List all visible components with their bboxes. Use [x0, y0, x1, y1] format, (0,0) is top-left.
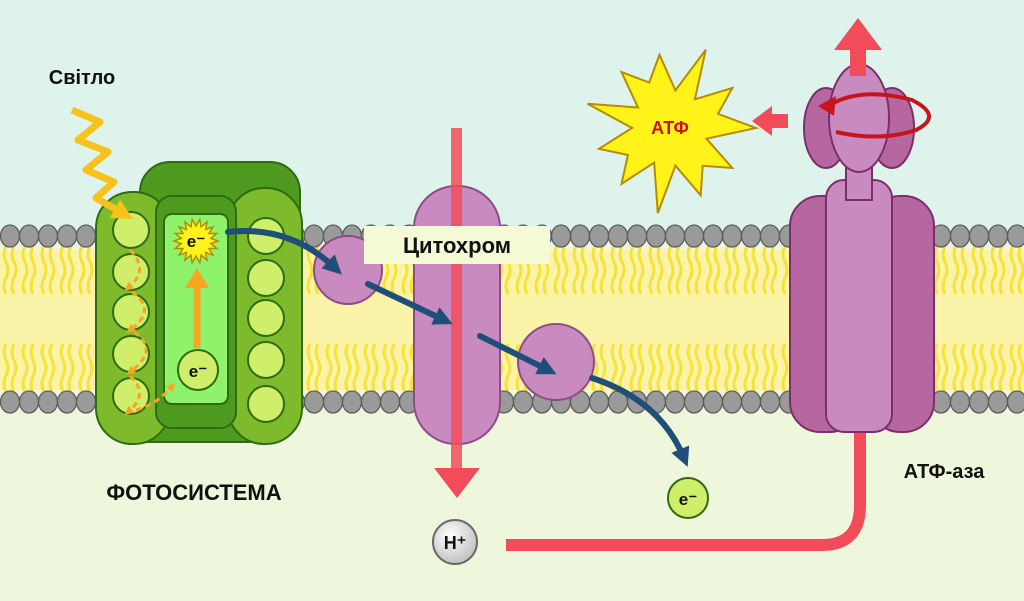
atp-left-arrow-shaft	[770, 114, 788, 128]
lipid-head	[740, 390, 762, 414]
lipid-head	[702, 390, 724, 414]
rotation-arrowhead	[818, 96, 836, 116]
lipid-head	[740, 224, 762, 248]
pigment-molecule	[112, 211, 150, 249]
electron-low-label: e⁻	[189, 362, 207, 381]
lipid-head	[303, 390, 325, 414]
electron-out-label: e⁻	[679, 490, 697, 509]
photosystem-label: ФОТОСИСТЕМА	[106, 480, 281, 505]
cytochrome-label-box	[364, 226, 550, 264]
lipid-head	[987, 390, 1009, 414]
atp-burst	[587, 49, 760, 214]
lipid-head	[360, 390, 382, 414]
atp-synthase-head-center	[828, 63, 890, 173]
lipid-head	[683, 390, 705, 414]
lipid-head	[759, 224, 781, 248]
lipid-head	[37, 224, 59, 248]
lipid-head	[569, 224, 591, 248]
lipid-head	[75, 224, 97, 248]
pigment-molecule	[247, 259, 285, 297]
lipid-head	[1006, 224, 1024, 248]
excited-electron: e⁻	[171, 217, 221, 265]
lipid-head	[664, 224, 686, 248]
proton	[432, 519, 478, 565]
electron-transport-arrows	[225, 228, 690, 467]
lipid-head	[683, 224, 705, 248]
lipid-head	[626, 224, 648, 248]
energy-transfer-arrows	[124, 248, 175, 415]
lipid-head	[1006, 390, 1024, 414]
lipid-head	[588, 224, 610, 248]
lipid-head	[968, 224, 990, 248]
lipid-head	[550, 224, 572, 248]
lipid-head	[18, 224, 40, 248]
electron-excited-label: e⁻	[187, 232, 205, 251]
proton-pump-arrow	[451, 128, 462, 470]
pigment-molecule	[247, 385, 285, 423]
lipid-head	[588, 390, 610, 414]
lipid-head	[645, 224, 667, 248]
lipid-head	[759, 390, 781, 414]
lipid-head	[56, 224, 78, 248]
atp-label: АТФ	[651, 118, 689, 138]
lipid-head	[18, 390, 40, 414]
lipid-head	[721, 224, 743, 248]
rotation-arrow	[826, 92, 931, 139]
lipid-head	[607, 224, 629, 248]
excitation-arrowhead	[185, 268, 209, 288]
lipid-head	[702, 224, 724, 248]
atp-synthase	[789, 63, 935, 433]
electron-low-energy	[177, 349, 219, 391]
lipid-head	[322, 390, 344, 414]
proton-flow-arrow	[506, 410, 866, 551]
lipid-head	[303, 224, 325, 248]
pigment-molecule	[112, 377, 150, 415]
lipid-head	[949, 390, 971, 414]
atp-up-arrowhead	[834, 18, 882, 50]
lipid-head	[0, 224, 21, 248]
atp-left-arrowhead	[752, 106, 772, 136]
lipid-head	[0, 390, 21, 414]
lipid-head	[75, 390, 97, 414]
proton-label: H⁺	[444, 533, 467, 553]
atp-up-arrow-shaft	[850, 46, 866, 76]
light-ray	[70, 106, 134, 220]
lipid-head	[664, 390, 686, 414]
atp-synthase-base-center	[825, 179, 893, 433]
electron-out	[667, 477, 709, 519]
lipid-head	[949, 224, 971, 248]
atp-synthase-label: АТФ-аза	[904, 461, 986, 483]
pigment-molecule	[247, 341, 285, 379]
photosystem-complex: e⁻ e⁻	[95, 161, 303, 445]
proton-pump-arrowhead	[434, 468, 480, 498]
lipid-head	[379, 390, 401, 414]
lipid-head	[512, 390, 534, 414]
light-label: Світло	[49, 67, 115, 89]
cytochrome-label: Цитохром	[403, 233, 511, 258]
lipid-head	[37, 390, 59, 414]
lipid-head	[721, 390, 743, 414]
lipid-head	[56, 390, 78, 414]
lipid-head	[341, 390, 363, 414]
pigment-molecule	[247, 299, 285, 337]
lipid-head	[968, 390, 990, 414]
lipid-head	[987, 224, 1009, 248]
